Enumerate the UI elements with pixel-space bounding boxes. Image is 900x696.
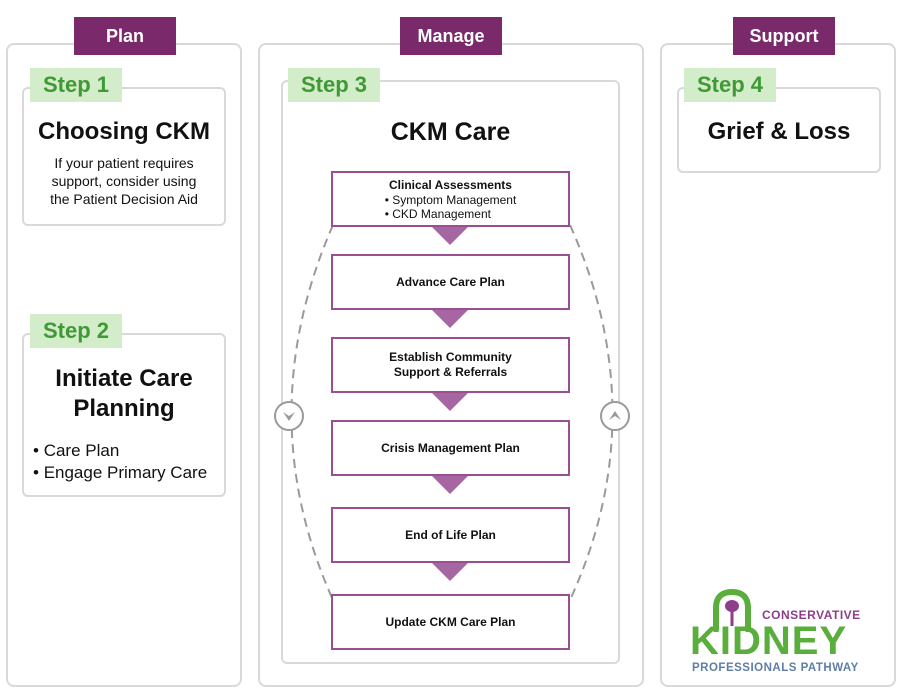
step3-title: CKM Care — [390, 118, 511, 146]
step2-bullet-primary-care: Engage Primary Care — [33, 462, 207, 484]
step2-title: Initiate Care Planning — [55, 365, 193, 422]
logo-professionals-pathway: PROFESSIONALS PATHWAY — [692, 662, 859, 674]
flow-arrow-1 — [432, 227, 468, 245]
plan-header: Plan — [74, 17, 176, 55]
support-header: Support — [733, 17, 835, 55]
care-cycle-loop — [290, 224, 614, 601]
step1-badge: Step 1 — [30, 68, 122, 102]
logo-conservative: CONSERVATIVE — [762, 608, 861, 622]
flow-arrow-5 — [432, 563, 468, 581]
step3-badge: Step 3 — [288, 68, 380, 102]
flow-end-of-life-plan: End of Life Plan — [331, 507, 570, 563]
conservative-kidney-logo: CONSERVATIVE KIDNEY PROFESSIONALS PATHWA… — [690, 586, 880, 678]
flow-update-ckm-care-plan-label: Update CKM Care Plan — [385, 614, 516, 629]
step2-bullets: Care Plan Engage Primary Care — [33, 440, 207, 484]
flow-clinical-assessments: Clinical Assessments Symptom Management … — [331, 171, 570, 227]
step4-badge: Step 4 — [684, 68, 776, 102]
manage-header: Manage — [400, 17, 502, 55]
kidney-tree-icon — [713, 588, 751, 632]
step4-title: Grief & Loss — [707, 118, 851, 145]
flow-community-support: Establish Community Support & Referrals — [331, 337, 570, 393]
flow-arrow-3 — [432, 393, 468, 411]
step2-badge: Step 2 — [30, 314, 122, 348]
flow-crisis-management-plan-label: Crisis Management Plan — [381, 440, 520, 455]
step1-title: Choosing CKM — [38, 118, 210, 145]
chevron-down-icon — [274, 401, 304, 431]
flow-crisis-management-plan: Crisis Management Plan — [331, 420, 570, 476]
flow-community-support-label: Establish Community Support & Referrals — [389, 350, 512, 379]
item-symptom-management: Symptom Management — [385, 193, 516, 207]
flow-update-ckm-care-plan: Update CKM Care Plan — [331, 594, 570, 650]
step2-bullet-care-plan: Care Plan — [33, 440, 207, 462]
flow-arrow-2 — [432, 310, 468, 328]
flow-advance-care-plan: Advance Care Plan — [331, 254, 570, 310]
chevron-up-icon — [600, 401, 630, 431]
flow-advance-care-plan-label: Advance Care Plan — [396, 274, 505, 289]
step1-card — [22, 87, 226, 226]
logo-kidney: KIDNEY — [690, 619, 848, 663]
item-ckd-management: CKD Management — [385, 207, 517, 221]
flow-arrow-4 — [432, 476, 468, 494]
clinical-assessments-list: Symptom Management CKD Management — [385, 193, 517, 221]
flow-end-of-life-plan-label: End of Life Plan — [405, 527, 496, 542]
step1-description: If your patient requires support, consid… — [50, 155, 198, 207]
flow-clinical-assessments-label: Clinical Assessments — [389, 177, 512, 192]
